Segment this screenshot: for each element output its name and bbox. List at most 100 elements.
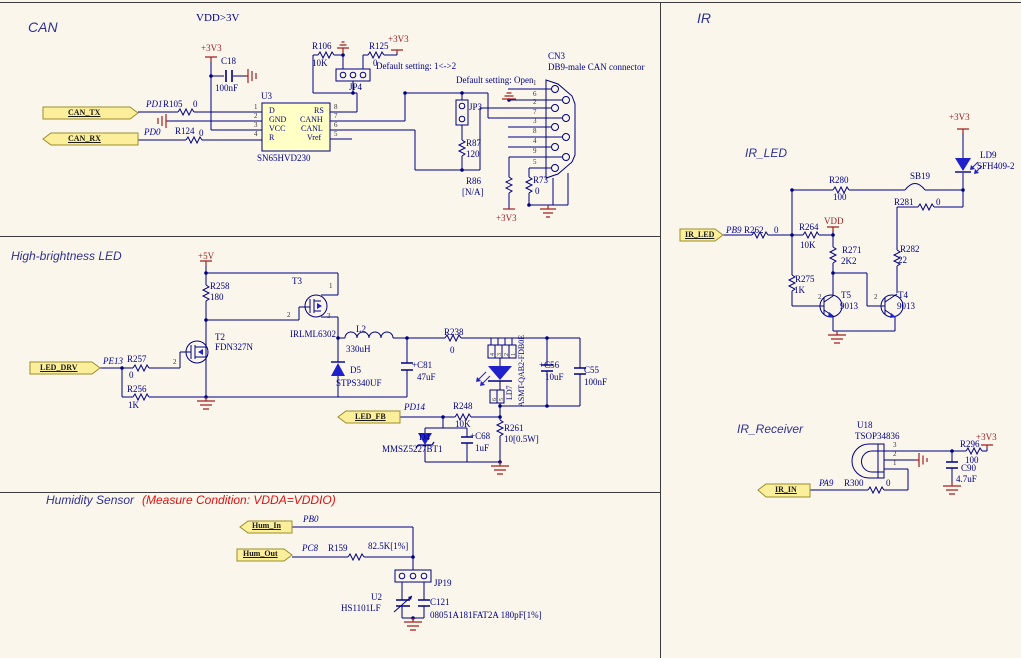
t3-ref: T3	[292, 276, 302, 286]
u3-num-5: 5	[334, 130, 338, 138]
r87-val: 120	[466, 149, 480, 159]
r257-val: 0	[129, 370, 134, 380]
r271-ref: R271	[842, 245, 862, 255]
u2-variable-arrow	[408, 596, 412, 600]
r256-ref: R256	[127, 384, 147, 394]
ir-power-symbols	[827, 128, 993, 495]
r282-ref: R282	[900, 244, 920, 254]
port-can-tx	[42, 106, 139, 120]
ld7-part: ASMT-QAB2-FDB0E	[517, 334, 526, 407]
r238-val: 0	[450, 345, 455, 355]
ld7-num-6: 6	[492, 398, 498, 401]
led-ld7	[476, 344, 517, 404]
t3-mosfet	[304, 294, 328, 318]
net-pb9: PB9	[726, 225, 742, 235]
u3-num-2: 2	[254, 112, 258, 120]
capacitor-c18	[225, 70, 233, 82]
c90-ref: C90	[961, 463, 977, 473]
section-title-ir-led: IR_LED	[745, 146, 788, 160]
r125-val: 0	[373, 58, 378, 68]
u3-pin-vcc: VCC	[269, 124, 286, 133]
r73-val: 0	[535, 186, 540, 196]
ld7-num-1: 1	[511, 353, 517, 356]
r264-val: 10K	[800, 240, 816, 250]
cn3-num-7: 7	[533, 108, 537, 116]
port-can-rx-label: CAN_RX	[68, 134, 101, 143]
c68-ref: +C68	[470, 431, 491, 441]
t2-part: FDN327N	[215, 342, 254, 352]
r256-val: 1K	[128, 400, 139, 410]
t3-part: IRLML6302	[290, 329, 336, 339]
net-pd14: PD14	[404, 402, 425, 412]
cn3-num-4: 4	[533, 137, 537, 145]
u3-pin-canh: CANH	[300, 115, 323, 124]
u3-num-8: 8	[334, 103, 338, 111]
u3-pin-r: R	[269, 133, 275, 142]
r258-val: 180	[210, 292, 224, 302]
can-power-symbols	[157, 41, 556, 218]
c90-val: 4.7uF	[956, 474, 977, 484]
ir-wires	[723, 132, 988, 494]
r261-ref: R261	[504, 423, 524, 433]
port-led-fb-label: LED_FB	[355, 412, 386, 421]
u18-ref: U18	[857, 420, 873, 430]
inductor-l2	[344, 331, 394, 339]
c18-ref: C18	[221, 56, 237, 66]
jp19-ref: JP19	[434, 578, 452, 588]
ld7-num-3: 3	[497, 353, 503, 356]
ld7-ref: LD7	[505, 385, 514, 400]
cn3-num-6: 6	[533, 90, 537, 98]
c121-val: 08051A181FAT2A 180pF[1%]	[430, 610, 542, 620]
r264-ref: R264	[799, 222, 819, 232]
diode-d5	[331, 361, 345, 376]
port-hum-in	[239, 520, 293, 534]
note-vdd3v: VDD>3V	[196, 12, 240, 24]
r124-ref: R124	[175, 126, 195, 136]
note-measure-condition: (Measure Condition: VDDA=VDDIO)	[142, 493, 336, 507]
l2-val: 330uH	[346, 344, 371, 354]
u2-part: HS1101LF	[341, 603, 381, 613]
ld9-ref: LD9	[980, 150, 997, 160]
u3-num-7: 7	[334, 112, 338, 120]
r275-val: 1K	[794, 285, 805, 295]
jp19-header	[394, 569, 432, 583]
db9-connector	[545, 79, 576, 179]
u18-num-3: 3	[893, 441, 897, 449]
pwr-3v3-ld9: +3V3	[949, 112, 970, 122]
r159-val: 82.5K[1%]	[368, 541, 409, 551]
r86-val: [N/A]	[462, 187, 484, 197]
led-junction-dots	[120, 271, 549, 464]
c121-ref: C121	[430, 597, 450, 607]
r159-ref: R159	[328, 543, 348, 553]
r280-val: 100	[833, 192, 847, 202]
transistor-t4	[880, 293, 904, 318]
r296-val: 100	[965, 455, 979, 465]
cn3-part: DB9-male CAN connector	[548, 62, 645, 72]
cn3-num-2: 2	[533, 98, 537, 106]
r105-ref: R105	[163, 99, 183, 109]
net-pb0: PB0	[303, 514, 319, 524]
r296-ref: R296	[960, 439, 980, 449]
t2-num-2: 2	[173, 358, 177, 366]
cn3-num-5: 5	[533, 158, 537, 166]
jp4-header	[335, 68, 371, 82]
pwr-3v3-jp4: +3V3	[388, 34, 409, 44]
port-led-fb	[337, 410, 401, 424]
pwr-vdd: VDD	[824, 216, 844, 226]
u18-part: TSOP34836	[855, 431, 900, 441]
r300-ref: R300	[844, 478, 864, 488]
humidity-gnd	[404, 618, 422, 631]
r262-val: 0	[774, 225, 779, 235]
led-power-symbols	[197, 260, 509, 475]
r281-ref: R281	[894, 197, 914, 207]
capacitor-c90	[946, 461, 958, 469]
sensor-u2-and-c121-plates	[396, 599, 430, 607]
ld9-part: SFH409-2	[977, 161, 1015, 171]
c81-ref: +C81	[412, 360, 433, 370]
port-can-tx-label: CAN_TX	[68, 108, 101, 117]
section-title-ir: IR	[697, 10, 711, 26]
u3-pin-d: D	[269, 106, 275, 115]
r281-val: 0	[936, 197, 941, 207]
port-ir-led	[679, 228, 724, 242]
